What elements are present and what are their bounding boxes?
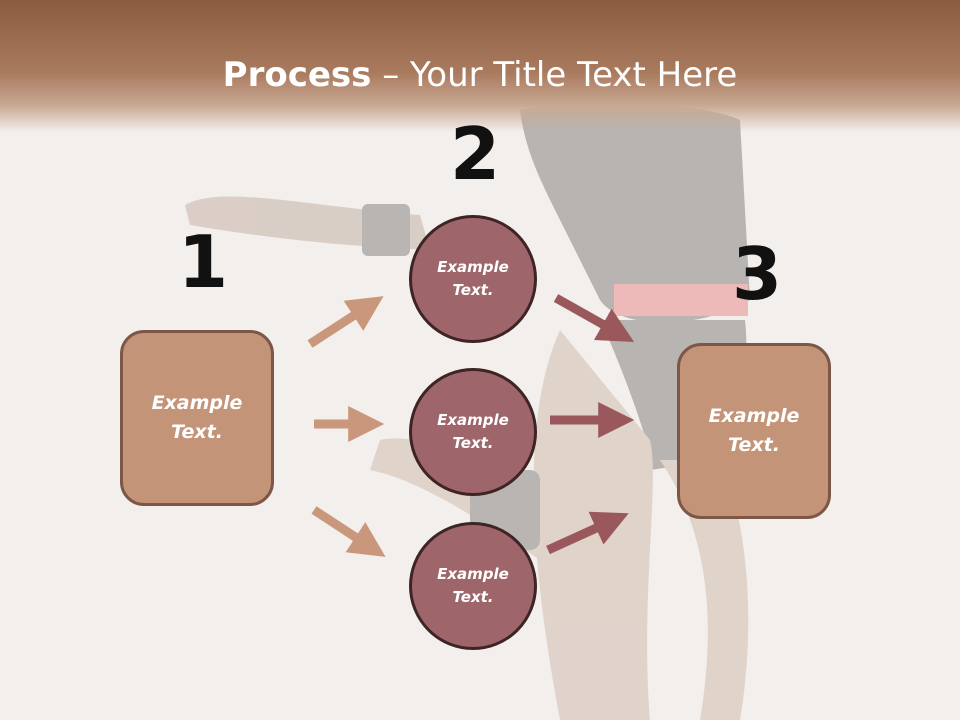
arrow-2c-to-3 [546,511,629,555]
step-2-circle-top-text: Example Text. [437,258,509,299]
title-rest: Your Title Text Here [410,55,738,95]
step-number-1: 1 [178,220,229,304]
step-number-3: 3 [732,232,783,316]
step-1-box: Example Text. [120,330,274,506]
step-2-circle-bottom-text: Example Text. [437,565,509,606]
step-3-text: Example Text. [708,405,800,456]
step-3-box: Example Text. [677,343,831,519]
slide-title: Process – Your Title Text Here [0,54,960,96]
step-2-circle-bottom: Example Text. [409,522,537,650]
arrow-1-to-2c [311,506,386,557]
step-1-text: Example Text. [151,392,243,443]
step-2-circle-top: Example Text. [409,215,537,343]
step-2-circle-middle: Example Text. [409,368,537,496]
header-band [0,0,960,132]
arrow-2a-to-3 [553,294,635,342]
arrow-1-to-2a [307,296,384,348]
title-bold: Process [222,55,372,95]
step-2-circle-middle-text: Example Text. [437,411,509,452]
step-number-2: 2 [450,112,501,196]
title-separator: – [371,55,411,95]
